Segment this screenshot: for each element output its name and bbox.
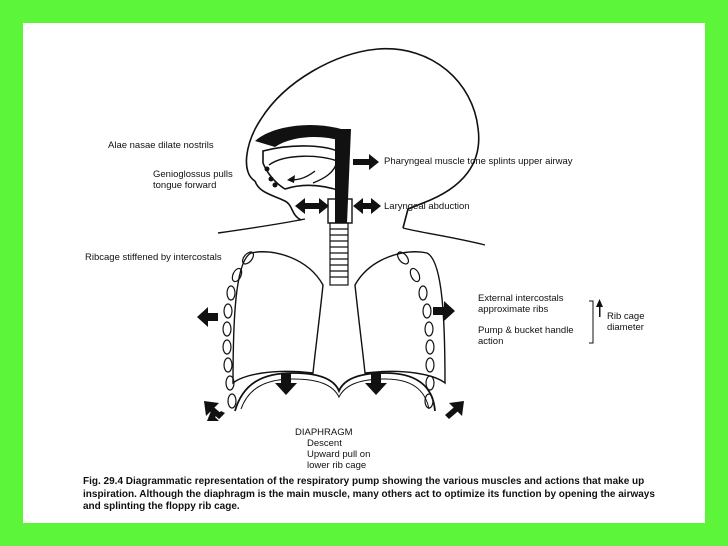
- pharynx: [335, 129, 351, 223]
- label-laryngeal: Laryngeal abduction: [384, 201, 470, 212]
- left-shoulder: [217, 218, 306, 234]
- label-pump-bucket-1: Pump & bucket handle: [478, 325, 574, 336]
- right-shoulder: [402, 227, 486, 246]
- rib-cage-bracket: [589, 300, 594, 344]
- face-profile: [254, 180, 302, 221]
- label-genioglossus-1: Genioglossus pulls: [153, 169, 233, 180]
- label-descent: Descent: [307, 438, 342, 449]
- diaphragm-inner: [240, 378, 430, 410]
- trachea: [329, 222, 349, 286]
- diaphragm-curve: [234, 372, 436, 412]
- label-alae-nasae: Alae nasae dilate nostrils: [108, 140, 214, 151]
- tongue: [268, 155, 338, 184]
- rib-cage-up-arrow: [596, 299, 603, 317]
- label-upward-pull-1: Upward pull on: [307, 449, 371, 460]
- figure-caption-text: Diagrammatic representation of the respi…: [83, 476, 655, 512]
- ribcage-left: [222, 251, 255, 409]
- ribcage-out-arrow-right: [433, 301, 455, 321]
- label-external-intercostals-2: approximate ribs: [478, 304, 549, 315]
- lower-rib-arrow-left: [204, 401, 225, 421]
- laryngeal-arrow: [295, 198, 381, 214]
- teeth-mark: [268, 176, 274, 182]
- label-diaphragm: DIAPHRAGM: [295, 427, 353, 438]
- label-upward-pull-2: lower rib cage: [307, 460, 367, 471]
- lower-rib-arrow-right: [445, 401, 464, 419]
- diaphragm-down-arrow-left: [275, 373, 297, 395]
- pharyngeal-arrow: [353, 154, 379, 170]
- ribcage-right: [396, 251, 435, 409]
- nasal-cavity: [255, 125, 341, 147]
- label-genioglossus-2: tongue forward: [153, 180, 217, 191]
- diagram-sheet: Alae nasae dilate nostrils Genioglossus …: [23, 23, 705, 523]
- respiratory-pump-diagram: [197, 48, 603, 421]
- ribcage-out-arrow-left: [197, 307, 218, 327]
- teeth-mark: [264, 166, 270, 172]
- label-ribcage-stiffened: Ribcage stiffened by intercostals: [85, 252, 222, 263]
- figure-caption: Fig. 29.4 Diagrammatic representation of…: [83, 476, 658, 514]
- label-pump-bucket-2: action: [478, 336, 504, 347]
- label-diameter: diameter: [607, 322, 644, 333]
- label-rib-cage: Rib cage: [607, 311, 645, 322]
- teeth-mark: [272, 182, 278, 188]
- label-external-intercostals-1: External intercostals: [478, 293, 564, 304]
- right-lung: [354, 251, 446, 385]
- head-outline: [245, 48, 480, 229]
- left-lung: [232, 251, 324, 385]
- figure-number: Fig. 29.4: [83, 476, 124, 487]
- label-pharyngeal: Pharyngeal muscle tone splints upper air…: [384, 156, 573, 167]
- oral-cavity: [262, 145, 342, 193]
- diaphragm-down-arrow-right: [365, 373, 387, 395]
